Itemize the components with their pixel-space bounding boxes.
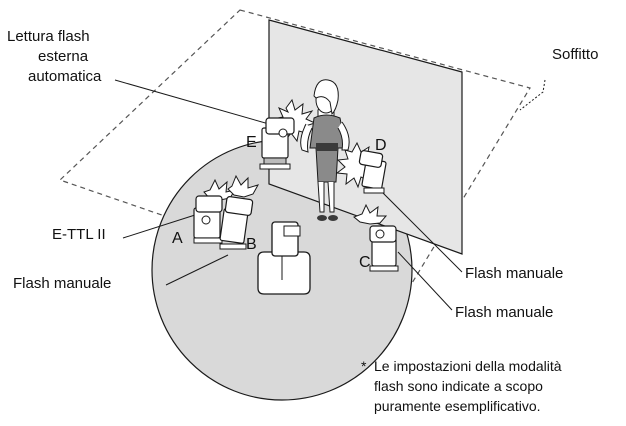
footnote-line-2: flash sono indicate a scopo	[374, 378, 543, 394]
ceiling-plane	[58, 9, 531, 299]
footnote-marker: *	[361, 358, 367, 374]
footnote-line-1: Le impostazioni della modalità	[374, 358, 562, 374]
unit-letter-d: D	[375, 137, 387, 154]
label-manual-left: Flash manuale	[13, 275, 112, 292]
leader-manual-left	[165, 254, 229, 286]
leader-manual-d	[377, 187, 463, 273]
flash-burst-b	[227, 174, 260, 198]
footnote-line-3: puramente esemplificativo.	[374, 398, 541, 414]
leader-ettl	[122, 214, 196, 239]
label-ceiling: Soffitto	[552, 46, 599, 63]
flash-unit-c	[353, 203, 399, 272]
leader-ceiling	[519, 79, 546, 111]
unit-letter-b: B	[246, 236, 257, 253]
label-external-reading-line-1: Lettura flash	[7, 28, 90, 45]
flash-burst-c	[353, 203, 388, 225]
unit-letter-c: C	[359, 254, 371, 271]
label-manual-right-1: Flash manuale	[465, 265, 564, 282]
label-external-reading-line-2: esterna	[38, 48, 89, 65]
label-manual-right-2: Flash manuale	[455, 304, 554, 321]
flash-unit-d	[335, 141, 387, 194]
model-figure	[300, 79, 350, 221]
label-ettl: E-TTL II	[52, 226, 106, 243]
leader-manual-c	[397, 251, 453, 311]
camera-icon	[257, 221, 311, 295]
unit-letter-e: E	[246, 134, 257, 151]
leader-external-reading	[114, 79, 284, 129]
unit-letter-a: A	[172, 230, 183, 247]
flash-unit-b	[219, 174, 260, 250]
label-external-reading-line-3: automatica	[28, 68, 102, 85]
